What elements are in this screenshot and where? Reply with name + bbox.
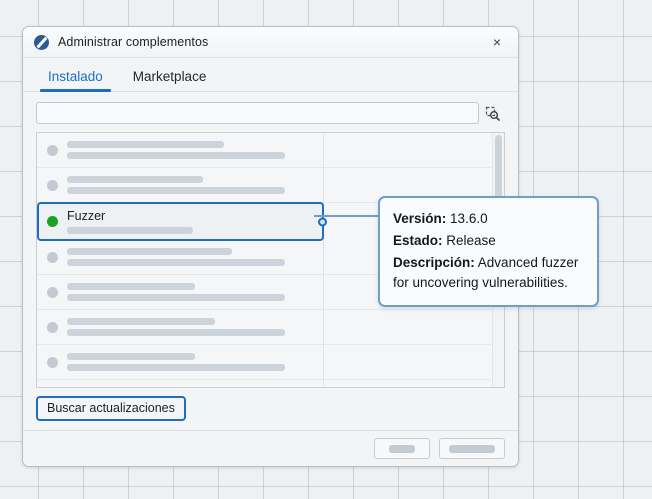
blocked-plugin-icon [34,34,49,50]
row-texts [67,318,491,336]
tab-marketplace[interactable]: Marketplace [132,69,207,84]
tooltip-state-value: Release [446,233,496,248]
row-subtitle-redacted [67,294,286,301]
row-texts [67,141,491,159]
tooltip-state-label: Estado: [393,233,443,248]
row-texts [67,248,491,266]
row-texts [67,353,491,371]
row-texts [67,283,491,301]
table-row[interactable] [37,345,491,380]
search-row [36,102,505,124]
tooltip-description-label: Descripción: [393,255,475,270]
row-subtitle-redacted [67,259,286,266]
search-input[interactable] [36,102,479,124]
table-row-fuzzer[interactable]: Fuzzer [37,202,327,241]
table-row[interactable] [37,240,491,275]
footer-button-2-label-redacted [449,444,495,453]
callout-connector-line [314,215,382,217]
row-title-redacted [67,248,232,255]
tooltip-description-value: Advanced fuzzer for uncovering vulnerabi… [393,255,579,290]
row-texts: Fuzzer [67,209,322,234]
updates-row: Buscar actualizaciones [36,388,505,430]
footer-button-1-label-redacted [389,444,415,453]
tab-instalado[interactable]: Instalado [40,69,111,92]
row-subtitle-redacted [67,187,286,194]
table-row[interactable] [37,380,491,387]
status-dot [47,144,58,156]
footer-button-2[interactable] [439,438,505,459]
dialog-title: Administrar complementos [58,35,209,49]
tooltip-version-value: 13.6.0 [450,211,488,226]
status-dot [47,251,58,263]
callout-anchor-dot [318,217,327,226]
status-dot [47,321,58,333]
dialog-footer [23,430,518,466]
status-dot [47,286,58,298]
row-title-redacted [67,353,195,360]
row-title-redacted [67,283,195,290]
tooltip-version-line: Versión: 13.6.0 [393,209,584,229]
table-row[interactable] [37,133,491,168]
row-subtitle-redacted [67,364,286,371]
row-texts [67,176,491,194]
status-dot [47,179,58,191]
tooltip-description-line: Descripción: Advanced fuzzer for uncover… [393,253,584,293]
close-icon[interactable]: × [492,34,502,50]
dialog-titlebar: Administrar complementos × [23,27,518,58]
row-title-redacted [67,141,224,148]
row-subtitle-redacted [67,227,194,234]
table-row[interactable] [37,275,491,310]
footer-button-1[interactable] [374,438,430,459]
row-title-redacted [67,176,203,183]
tooltip-version-label: Versión: [393,211,447,226]
table-row[interactable] [37,310,491,345]
status-dot-enabled [47,216,58,227]
status-dot [47,356,58,368]
addons-rows: Fuzzer [37,133,491,387]
row-subtitle-redacted [67,152,286,159]
tooltip-state-line: Estado: Release [393,231,584,251]
addon-details-tooltip: Versión: 13.6.0 Estado: Release Descripc… [378,196,599,307]
search-icon[interactable] [479,102,505,124]
row-title: Fuzzer [67,209,106,223]
row-subtitle-redacted [67,329,286,336]
check-updates-button[interactable]: Buscar actualizaciones [36,396,186,421]
tab-bar: Instalado Marketplace [23,58,518,92]
row-title-redacted [67,318,216,325]
